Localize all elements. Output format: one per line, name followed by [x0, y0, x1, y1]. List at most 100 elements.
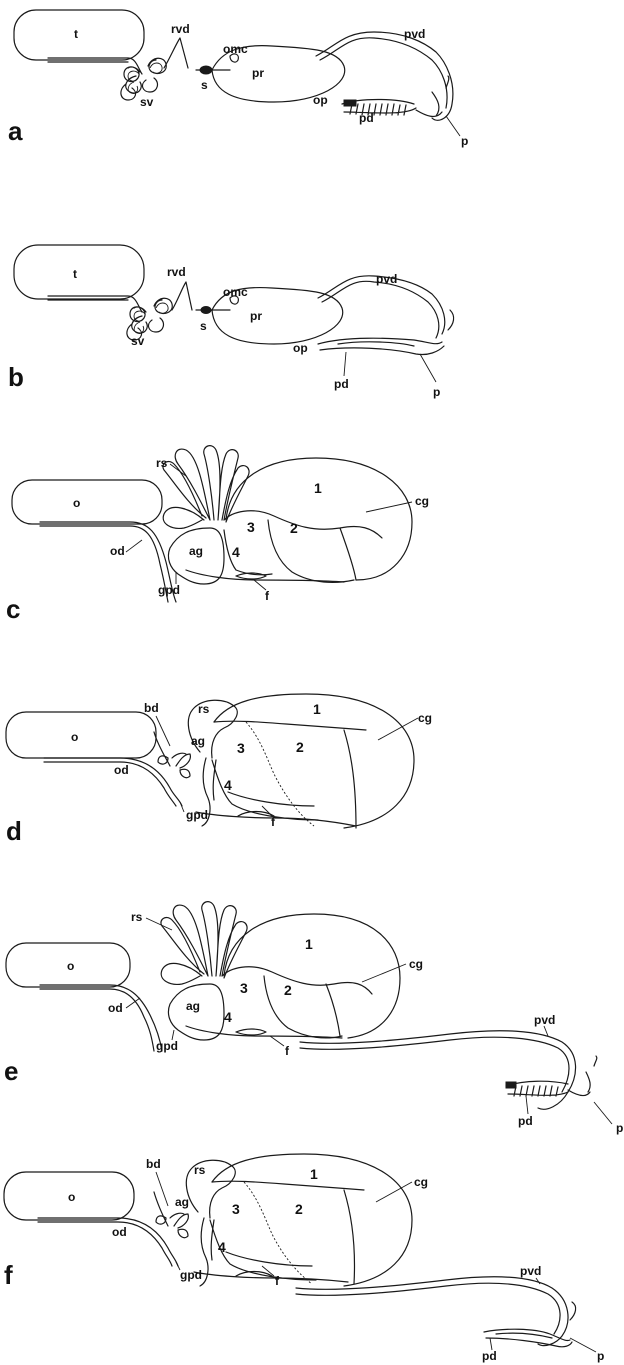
label-cg: cg [409, 957, 423, 971]
label-t: t [74, 27, 78, 41]
label-f: f [285, 1044, 290, 1058]
label-2: 2 [290, 520, 298, 536]
label-s: s [200, 319, 207, 333]
albumen-gland [200, 1218, 214, 1286]
label-o: o [67, 959, 74, 973]
label-od: od [114, 763, 129, 777]
label-s: s [201, 78, 208, 92]
pallial-vas-deferens [300, 1031, 576, 1109]
label-pd: pd [334, 377, 349, 391]
label-4: 4 [224, 777, 232, 793]
oviduct [40, 522, 176, 602]
label-o: o [71, 730, 78, 744]
panel-b: t rvd omc pvd pr sv s op pd p b [8, 245, 454, 399]
label-pvd: pvd [534, 1013, 555, 1027]
label-gpd: gpd [186, 808, 208, 822]
label-sv: sv [140, 95, 154, 109]
ovary-outline [6, 712, 156, 758]
panel-letter-d: d [6, 816, 22, 846]
label-pvd: pvd [376, 272, 397, 286]
label-pvd: pvd [404, 27, 425, 41]
label-4: 4 [232, 544, 240, 560]
panel-letter-b: b [8, 362, 24, 392]
label-bd: bd [144, 701, 159, 715]
label-f: f [275, 1274, 280, 1288]
label-1: 1 [314, 480, 322, 496]
label-o: o [73, 496, 80, 510]
penis-f [484, 1329, 572, 1347]
label-f: f [265, 589, 270, 603]
label-od: od [110, 544, 125, 558]
label-rs: rs [198, 702, 210, 716]
oviduct [40, 985, 162, 1051]
panel-e: rs 1 o cg 3 2 od ag 4 gpd f pvd pd p e [4, 902, 623, 1135]
label-ag: ag [191, 734, 205, 748]
label-rs: rs [131, 910, 143, 924]
label-rvd: rvd [171, 22, 190, 36]
label-rs: rs [194, 1163, 206, 1177]
label-o: o [68, 1190, 75, 1204]
label-pr: pr [250, 309, 262, 323]
label-ag: ag [189, 544, 203, 558]
ovary-outline [12, 480, 162, 524]
panel-letter-a: a [8, 116, 23, 146]
label-4: 4 [224, 1009, 232, 1025]
label-rs: rs [156, 456, 168, 470]
label-1: 1 [313, 701, 321, 717]
label-od: od [112, 1225, 127, 1239]
seminal-vesicle-coils [121, 58, 166, 100]
label-p: p [461, 134, 468, 148]
label-pd: pd [518, 1114, 533, 1128]
label-2: 2 [296, 739, 304, 755]
panel-f: bd rs 1 cg o ag 3 2 od 4 gpd f pvd pd p … [4, 1154, 604, 1363]
label-pd: pd [359, 111, 374, 125]
panel-letter-c: c [6, 594, 20, 624]
receptaculum [188, 700, 237, 758]
receptaculum-lobes [161, 902, 247, 985]
panel-letter-f: f [4, 1260, 13, 1290]
label-op: op [293, 341, 308, 355]
label-gpd: gpd [156, 1039, 178, 1053]
oviduct [44, 758, 182, 806]
fertilization-pouch [236, 1029, 266, 1035]
label-cg: cg [414, 1175, 428, 1189]
label-2: 2 [284, 982, 292, 998]
bursa-ducts [154, 732, 190, 778]
panel-c: rs o 1 cg 3 2 od ag 4 gpd f c [6, 446, 429, 624]
testis-outline [14, 10, 144, 60]
receptaculum-lobes [163, 446, 249, 529]
label-p: p [616, 1121, 623, 1135]
panel-letter-e: e [4, 1056, 18, 1086]
label-p: p [597, 1349, 604, 1363]
label-sv: sv [131, 334, 145, 348]
label-1: 1 [305, 936, 313, 952]
testis-outline [14, 245, 144, 299]
label-op: op [313, 93, 328, 107]
penis-b [318, 338, 444, 354]
label-3: 3 [240, 980, 248, 996]
capsule-gland [224, 914, 400, 1038]
label-pd: pd [482, 1349, 497, 1363]
label-1: 1 [310, 1166, 318, 1182]
label-od: od [108, 1001, 123, 1015]
label-ag: ag [175, 1195, 189, 1209]
label-bd: bd [146, 1157, 161, 1171]
label-gpd: gpd [180, 1268, 202, 1282]
label-3: 3 [247, 519, 255, 535]
label-pr: pr [252, 66, 264, 80]
label-omc: omc [223, 285, 248, 299]
label-omc: omc [223, 42, 248, 56]
label-4: 4 [218, 1239, 226, 1255]
label-3: 3 [232, 1201, 240, 1217]
label-cg: cg [415, 494, 429, 508]
label-ag: ag [186, 999, 200, 1013]
panel-a: t rvd omc pvd pr sv s op pd p a [8, 10, 468, 148]
renal-vas-deferens [164, 38, 188, 68]
panel-d: bd rs 1 cg o ag 3 2 od 4 gpd f d [6, 694, 432, 846]
label-pvd: pvd [520, 1264, 541, 1278]
label-p: p [433, 385, 440, 399]
label-2: 2 [295, 1201, 303, 1217]
pallial-vas-deferens [316, 32, 453, 120]
label-rvd: rvd [167, 265, 186, 279]
